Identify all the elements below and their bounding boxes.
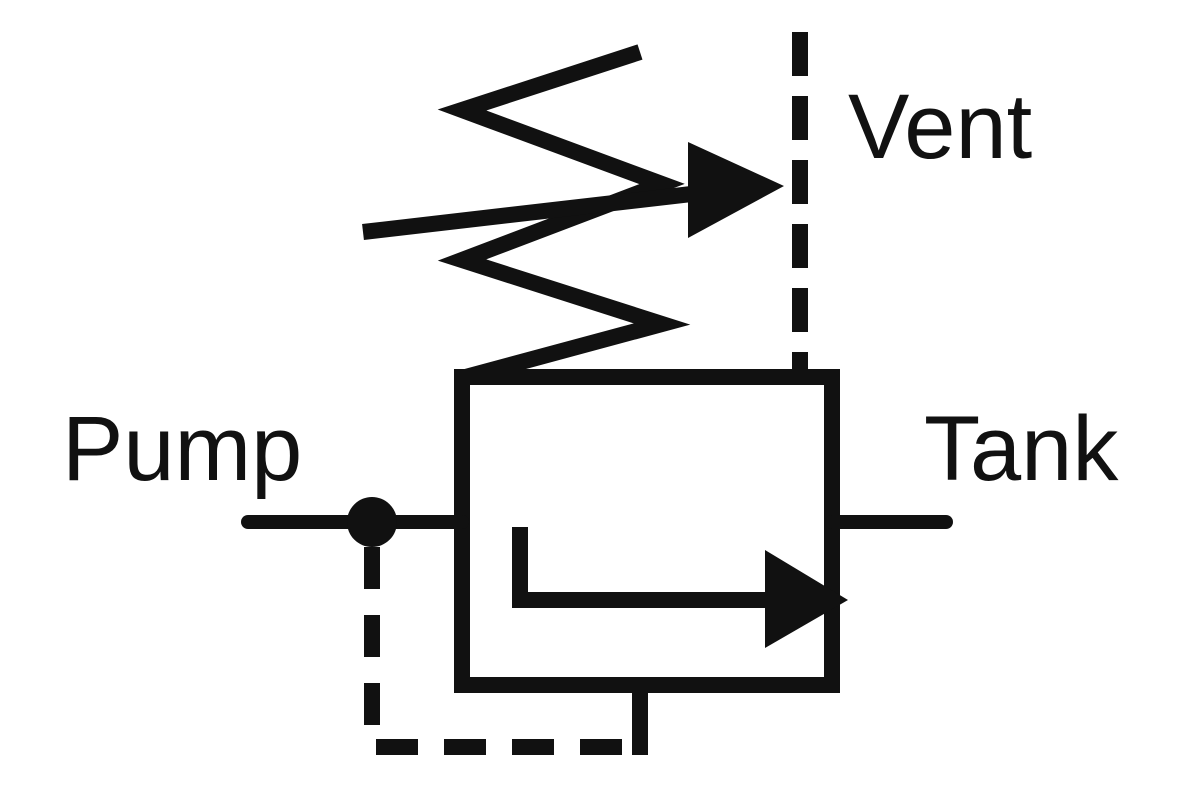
tank-label: Tank — [924, 398, 1119, 500]
vent-label: Vent — [848, 76, 1032, 178]
adjustment-arrow-head — [688, 142, 784, 238]
pilot-line-riser — [632, 685, 648, 755]
spring — [437, 44, 691, 386]
flow-path-line — [512, 527, 790, 608]
flow-arrow-head — [765, 550, 848, 648]
junction-dot — [347, 497, 397, 547]
pump-pilot-line — [364, 547, 640, 755]
pump-label: Pump — [62, 398, 302, 500]
adjustment-arrow-shaft — [362, 185, 701, 240]
